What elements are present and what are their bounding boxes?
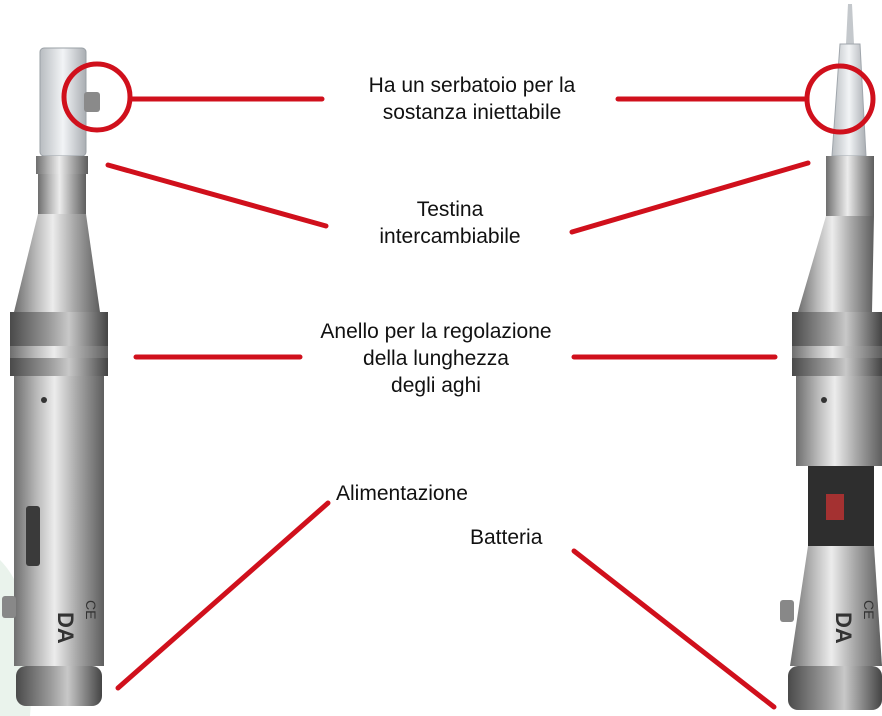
leader-power [115, 500, 331, 691]
label-head: Testina intercambiabile [330, 196, 570, 250]
label-ring: Anello per la regolazione della lunghezz… [300, 318, 572, 399]
label-power: Alimentazione [336, 482, 468, 505]
right-lower-body [790, 546, 882, 666]
leader-battery [571, 548, 777, 710]
left-side-button [2, 596, 16, 618]
label-reservoir: Ha un serbatoio per la sostanza iniettab… [330, 72, 614, 126]
label-head-line1: Testina [416, 198, 484, 221]
right-cartridge [831, 43, 867, 157]
label-reservoir-line2: sostanza iniettabile [382, 101, 562, 124]
label-ring-line2: della lunghezza [363, 347, 509, 370]
right-adjust-band [792, 346, 882, 358]
left-adjust-ring [10, 312, 108, 376]
right-adjust-ring [792, 312, 882, 376]
right-side-button [780, 600, 794, 622]
left-body-dot [41, 397, 47, 403]
left-brand-mark: DA [53, 612, 78, 644]
left-reservoir-nub [84, 92, 100, 112]
right-end-cap [788, 666, 882, 710]
right-neck [826, 156, 874, 216]
left-neck-ring [36, 156, 88, 174]
left-pen: DA CE [2, 47, 108, 706]
label-battery: Batteria [470, 526, 543, 549]
left-end-cap [16, 666, 102, 706]
right-taper [798, 216, 874, 312]
right-ce-mark: CE [861, 600, 877, 619]
left-reservoir-highlight [61, 61, 133, 133]
left-taper [14, 214, 100, 312]
right-pen: DA CE [780, 4, 882, 710]
left-power-switch [26, 506, 40, 566]
right-battery-indicator [826, 494, 844, 520]
label-head-line2: intercambiabile [379, 225, 521, 248]
label-reservoir-line1: Ha un serbatoio per la [368, 74, 576, 97]
leader-head-right [569, 160, 811, 235]
left-neck [38, 174, 86, 214]
right-upper-body [796, 376, 882, 466]
left-adjust-band [10, 346, 108, 358]
right-brand-mark: DA [831, 612, 856, 644]
leader-head-left [105, 162, 329, 229]
right-body-dot [821, 397, 827, 403]
right-needle-tip [846, 4, 854, 44]
left-ce-mark: CE [83, 600, 99, 619]
label-ring-line3: degli aghi [391, 374, 481, 397]
label-ring-line1: Anello per la regolazione [320, 320, 552, 343]
